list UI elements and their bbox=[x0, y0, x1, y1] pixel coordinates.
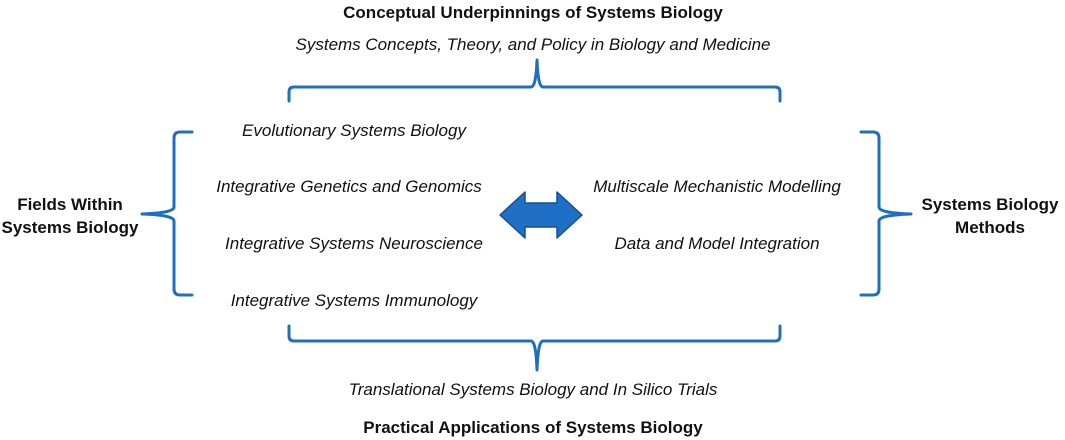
left-item-evolutionary: Evolutionary Systems Biology bbox=[242, 121, 466, 140]
top-subtitle: Systems Concepts, Theory, and Policy in … bbox=[295, 35, 771, 54]
left-item-immunology: Integrative Systems Immunology bbox=[230, 291, 478, 310]
bottom-brace bbox=[287, 324, 782, 372]
bottom-title: Practical Applications of Systems Biolog… bbox=[363, 418, 703, 437]
top-title: Conceptual Underpinnings of Systems Biol… bbox=[343, 3, 723, 22]
left-title-line2: Systems Biology bbox=[1, 217, 139, 237]
double-headed-arrow-icon bbox=[499, 191, 583, 239]
right-title: Systems Biology Methods bbox=[915, 194, 1065, 240]
left-item-genetics: Integrative Genetics and Genomics bbox=[216, 177, 482, 196]
bottom-subtitle: Translational Systems Biology and In Sil… bbox=[348, 380, 718, 399]
right-brace bbox=[859, 130, 913, 297]
right-title-line2: Methods bbox=[955, 217, 1025, 237]
right-item-modelling: Multiscale Mechanistic Modelling bbox=[593, 177, 841, 196]
top-brace bbox=[287, 58, 782, 103]
left-item-neuroscience: Integrative Systems Neuroscience bbox=[225, 234, 483, 253]
right-title-line1: Systems Biology bbox=[921, 195, 1059, 214]
left-title-line1: Fields Within bbox=[17, 195, 123, 214]
left-brace bbox=[140, 130, 194, 297]
left-title: Fields Within Systems Biology bbox=[0, 194, 140, 240]
right-item-integration: Data and Model Integration bbox=[614, 234, 820, 253]
